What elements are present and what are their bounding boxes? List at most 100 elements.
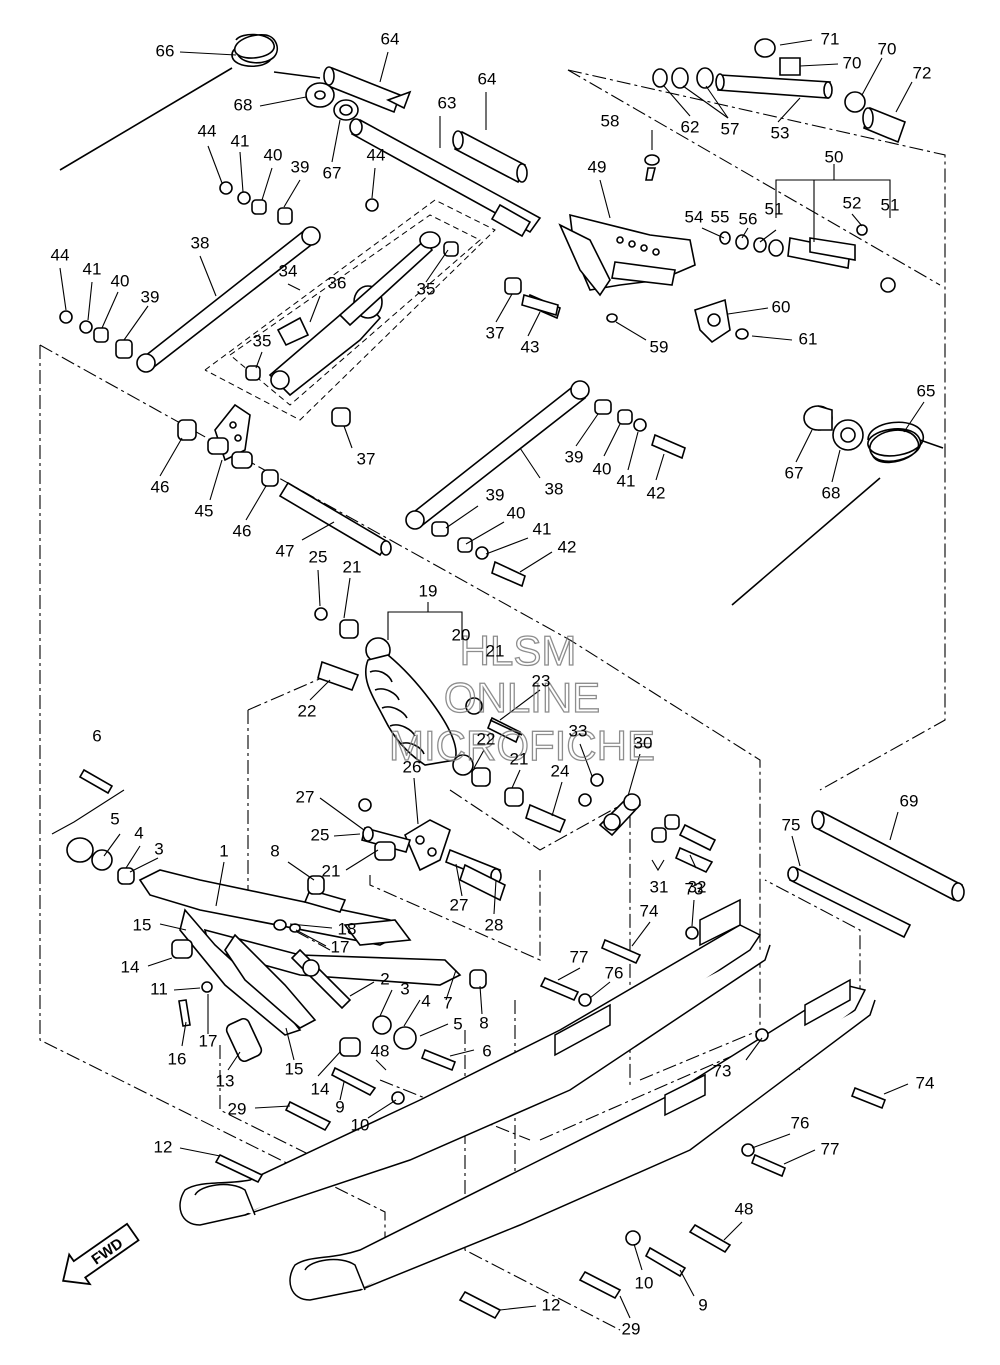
callout-70: 70 bbox=[843, 53, 862, 72]
callout-3: 3 bbox=[154, 839, 163, 858]
callout-67: 67 bbox=[323, 163, 342, 182]
link-rod-38-front bbox=[136, 226, 321, 373]
callout-22: 22 bbox=[477, 729, 496, 748]
bushing-37 bbox=[331, 407, 351, 427]
callout-30: 30 bbox=[634, 733, 653, 752]
callout-3: 3 bbox=[400, 979, 409, 998]
callout-75: 75 bbox=[782, 815, 801, 834]
forward-direction-arrow: FWD bbox=[62, 1222, 140, 1286]
cross-shaft-47 bbox=[278, 481, 392, 557]
callout-73: 73 bbox=[713, 1061, 732, 1080]
callout-27: 27 bbox=[296, 787, 315, 806]
callout-64: 64 bbox=[381, 29, 400, 48]
callout-49: 49 bbox=[588, 157, 607, 176]
callout-77: 77 bbox=[570, 947, 589, 966]
watermark: HLSM ONLINE MICROFICHE bbox=[388, 626, 655, 769]
callout-77: 77 bbox=[821, 1139, 840, 1158]
callout-67: 67 bbox=[785, 463, 804, 482]
callout-76: 76 bbox=[791, 1113, 810, 1132]
callout-27: 27 bbox=[450, 895, 469, 914]
callout-41: 41 bbox=[617, 471, 636, 490]
washer-68b bbox=[832, 419, 864, 451]
callout-46: 46 bbox=[151, 477, 170, 496]
callout-32: 32 bbox=[688, 877, 707, 896]
rear-axle-53 bbox=[652, 38, 907, 144]
callout-74: 74 bbox=[916, 1073, 935, 1092]
washer-68a bbox=[305, 82, 335, 108]
callout-26: 26 bbox=[403, 757, 422, 776]
callout-33: 33 bbox=[569, 721, 588, 740]
callout-8: 8 bbox=[270, 841, 279, 860]
right-slide-rail bbox=[289, 978, 876, 1301]
callout-28: 28 bbox=[485, 915, 504, 934]
callout-76: 76 bbox=[605, 963, 624, 982]
rod-75 bbox=[787, 866, 912, 939]
callout-20: 20 bbox=[452, 625, 471, 644]
assembly-outlines bbox=[39, 69, 946, 1331]
callout-16: 16 bbox=[168, 1049, 187, 1068]
callout-37: 37 bbox=[357, 449, 376, 468]
callout-14: 14 bbox=[311, 1079, 330, 1098]
callout-44: 44 bbox=[198, 121, 217, 140]
callout-51: 51 bbox=[881, 195, 900, 214]
callout-35: 35 bbox=[417, 279, 436, 298]
callout-62: 62 bbox=[681, 117, 700, 136]
callout-50: 50 bbox=[825, 147, 844, 166]
callout-40: 40 bbox=[507, 503, 526, 522]
callout-6: 6 bbox=[482, 1041, 491, 1060]
callout-54: 54 bbox=[685, 207, 704, 226]
left-torsion-spring bbox=[59, 33, 321, 171]
shock-absorber-36 bbox=[245, 231, 459, 397]
callout-35: 35 bbox=[253, 331, 272, 350]
callout-12: 12 bbox=[154, 1137, 173, 1156]
callout-40: 40 bbox=[593, 459, 612, 478]
callout-14: 14 bbox=[121, 957, 140, 976]
callout-44: 44 bbox=[367, 145, 386, 164]
callout-24: 24 bbox=[551, 761, 570, 780]
rear-shock-19 bbox=[314, 607, 604, 834]
callout-labels: 66 64 64 68 63 67 71 70 70 72 62 57 53 5… bbox=[51, 29, 936, 1338]
bracket-45 bbox=[177, 403, 279, 487]
callout-10: 10 bbox=[635, 1273, 654, 1292]
callout-48: 48 bbox=[371, 1041, 390, 1060]
callout-40: 40 bbox=[111, 271, 130, 290]
callout-22: 22 bbox=[298, 701, 317, 720]
front-arm-shaft bbox=[349, 118, 542, 238]
bushing-67a bbox=[333, 99, 359, 121]
callout-5: 5 bbox=[110, 809, 119, 828]
pivot-collar-64b bbox=[452, 130, 528, 184]
callout-21: 21 bbox=[486, 641, 505, 660]
callout-52: 52 bbox=[843, 193, 862, 212]
callout-46: 46 bbox=[233, 521, 252, 540]
callout-58: 58 bbox=[601, 111, 620, 130]
callout-11: 11 bbox=[150, 979, 168, 998]
callout-48: 48 bbox=[735, 1199, 754, 1218]
center-bracket-49 bbox=[558, 154, 696, 297]
callout-74: 74 bbox=[640, 901, 659, 920]
callout-40: 40 bbox=[264, 145, 283, 164]
callout-21: 21 bbox=[343, 557, 362, 576]
callout-60: 60 bbox=[772, 297, 791, 316]
callout-51: 51 bbox=[765, 199, 784, 218]
callout-53: 53 bbox=[771, 123, 790, 142]
callout-18: 18 bbox=[338, 919, 357, 938]
callout-38: 38 bbox=[191, 233, 210, 252]
bushing-67b bbox=[803, 405, 833, 431]
callout-17: 17 bbox=[331, 937, 350, 956]
callout-70: 70 bbox=[878, 39, 897, 58]
front-arm-bushings bbox=[66, 837, 641, 1246]
callout-64: 64 bbox=[478, 69, 497, 88]
callout-68: 68 bbox=[822, 483, 841, 502]
callout-15: 15 bbox=[133, 915, 152, 934]
callout-9: 9 bbox=[335, 1097, 344, 1116]
plate-60 bbox=[606, 298, 749, 344]
callout-57: 57 bbox=[721, 119, 740, 138]
callout-19: 19 bbox=[419, 581, 438, 600]
callout-25: 25 bbox=[309, 547, 328, 566]
callout-29: 29 bbox=[622, 1319, 641, 1338]
callout-2: 2 bbox=[380, 969, 389, 988]
callout-73: 73 bbox=[685, 879, 704, 898]
callout-7: 7 bbox=[443, 993, 452, 1012]
callout-41: 41 bbox=[231, 131, 250, 150]
